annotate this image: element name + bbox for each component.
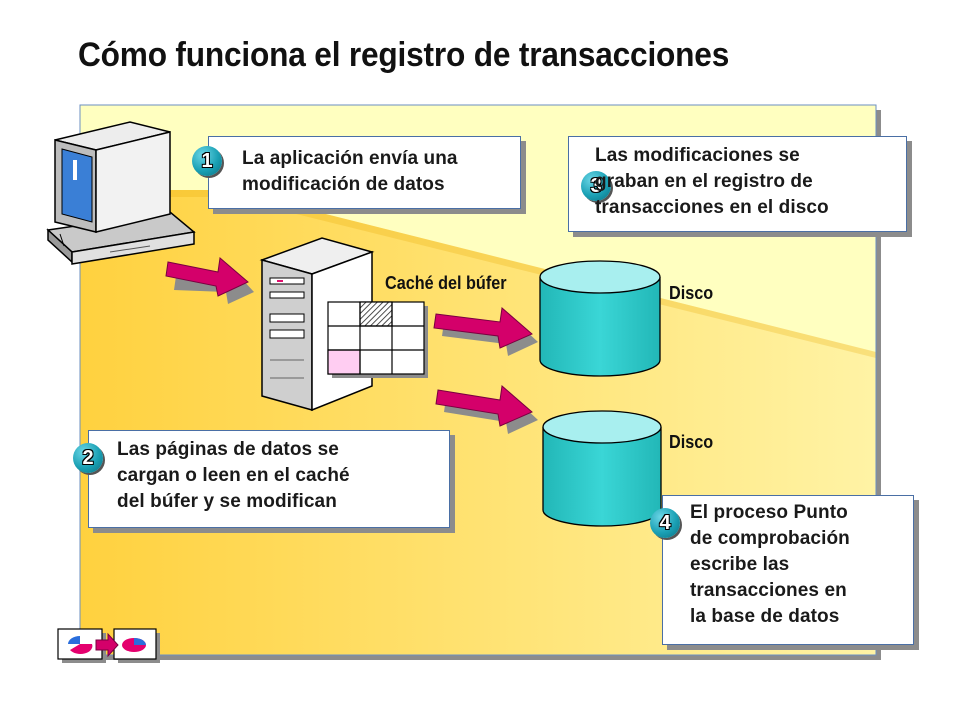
step-2-callout: [88, 430, 450, 528]
step-1-badge: 1: [192, 146, 222, 176]
buffer-cache-grid: [327, 301, 428, 378]
arrow-app-to-server: [165, 257, 254, 304]
step-1-callout: [208, 136, 521, 209]
step-4-callout: [662, 495, 914, 645]
data-disk-label: Disco: [669, 432, 714, 452]
step-2-badge: 2: [73, 443, 103, 473]
log-disk-label: Disco: [669, 283, 714, 303]
page-title: Cómo funciona el registro de transaccion…: [78, 36, 730, 74]
slide-navigation-icon: [57, 628, 160, 663]
arrow-cache-to-data-disk: [435, 385, 538, 434]
step-4-text: El proceso Punto de comprobación escribe…: [690, 502, 850, 627]
arrow-cache-to-log-disk: [433, 307, 538, 356]
log-disk-cylinder: [539, 260, 661, 377]
step-1-text: La aplicación envía una modificación de …: [242, 148, 458, 195]
step-2-text: Las páginas de datos se cargan o leen en…: [117, 439, 350, 512]
buffer-cache-label: Caché del búfer: [385, 273, 507, 293]
step-3-badge: 3: [581, 171, 611, 201]
loaded-page-cell: [327, 349, 361, 375]
computer-monitor-icon: [46, 121, 196, 265]
modified-page-cell: [359, 301, 393, 327]
data-disk-cylinder: [542, 410, 662, 527]
step-3-callout: [568, 136, 907, 232]
step-4-badge: 4: [650, 508, 680, 538]
step-3-text: Las modificaciones se graban en el regis…: [595, 145, 829, 218]
